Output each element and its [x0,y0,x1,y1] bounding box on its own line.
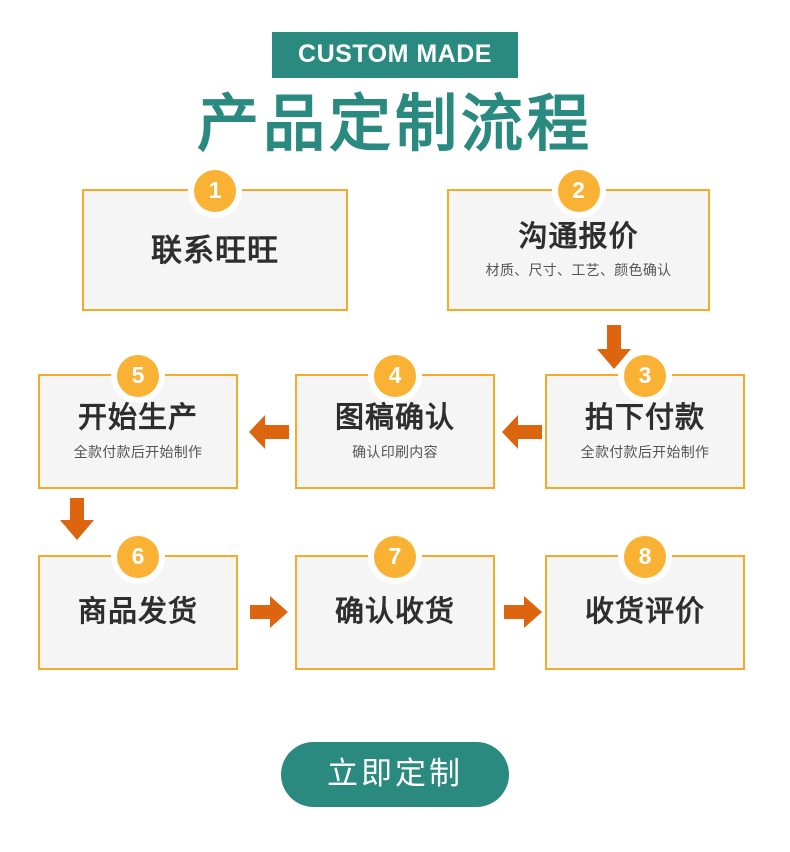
arrow-step4-to-step5 [249,415,289,450]
step-number-badge-2: 2 [557,170,600,213]
step-title-4: 图稿确认 [334,402,455,435]
custom-made-banner: CUSTOM MADE [272,32,518,78]
step-box-8[interactable]: 8 收货评价 [545,536,745,671]
step-box-6[interactable]: 6 商品发货 [38,536,238,671]
step-title-5: 开始生产 [77,402,198,435]
step-title-3: 拍下付款 [584,402,705,435]
step-number-label: 7 [388,542,402,569]
step-title-7: 确认收货 [334,596,455,629]
process-flow-diagram: 1 联系旺旺 2 沟通报价 材质、尺寸、工艺、颜色确认 5 开始生产 全款付款后… [0,157,790,717]
page-header: CUSTOM MADE 产品定制流程 [0,0,790,157]
step-number-badge-4: 4 [374,355,416,398]
step-subtitle-4: 确认印刷内容 [352,443,438,460]
customize-now-button[interactable]: 立即定制 [281,742,509,807]
step-number-label: 4 [388,361,402,388]
step-number-label: 2 [572,176,585,203]
step-number-label: 3 [638,361,652,388]
step-box-2[interactable]: 2 沟通报价 材质、尺寸、工艺、颜色确认 [447,170,710,312]
step-number-badge-6: 6 [117,536,159,579]
step-subtitle-3: 全款付款后开始制作 [580,443,710,460]
step-number-badge-3: 3 [624,355,666,398]
arrow-step6-to-step7 [250,596,288,629]
arrow-step7-to-step8 [504,596,542,629]
step-title-6: 商品发货 [77,596,198,629]
arrow-step5-to-step6 [60,498,94,541]
step-number-badge-7: 7 [374,536,416,579]
step-box-3[interactable]: 3 拍下付款 全款付款后开始制作 [545,355,745,490]
step-box-5[interactable]: 5 开始生产 全款付款后开始制作 [38,355,238,490]
step-number-badge-8: 8 [624,536,666,579]
step-title-2: 沟通报价 [518,220,639,253]
step-number-badge-1: 1 [194,170,236,213]
step-number-label: 6 [131,542,145,569]
step-number-badge-5: 5 [117,355,159,398]
step-number-label: 1 [208,176,222,203]
arrow-step3-to-step4 [502,415,542,450]
step-box-4[interactable]: 4 图稿确认 确认印刷内容 [295,355,495,490]
step-number-label: 8 [638,542,652,569]
step-box-1[interactable]: 1 联系旺旺 [82,170,348,312]
cta-section: 立即定制 [0,742,790,807]
step-subtitle-2: 材质、尺寸、工艺、颜色确认 [485,262,672,279]
arrow-step2-to-step3 [597,325,631,370]
step-box-7[interactable]: 7 确认收货 [295,536,495,671]
step-subtitle-5: 全款付款后开始制作 [73,443,203,460]
step-number-label: 5 [131,361,145,388]
step-title-1: 联系旺旺 [151,232,279,268]
step-title-8: 收货评价 [584,596,705,629]
page-title: 产品定制流程 [196,90,593,159]
